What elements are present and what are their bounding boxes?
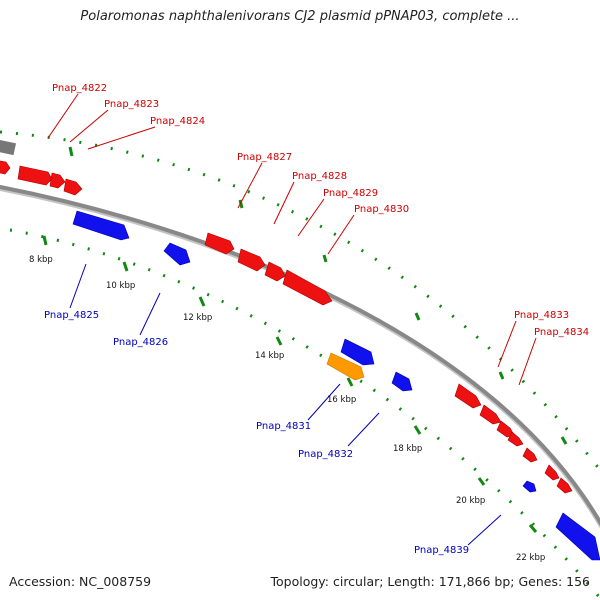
gene-label[interactable]: Pnap_4822: [52, 83, 107, 94]
reverse-genes: [72, 210, 600, 561]
gene-feature-reverse[interactable]: [555, 512, 600, 561]
gene-label[interactable]: Pnap_4831: [256, 421, 311, 432]
gene-feature-forward[interactable]: [204, 232, 235, 255]
forward-genes: [0, 160, 573, 494]
kbp-label: 18 kbp: [393, 444, 422, 454]
reverse-gene-labels: Pnap_4825 Pnap_4826 Pnap_4831 Pnap_4832 …: [44, 310, 469, 556]
kbp-label: 20 kbp: [456, 496, 485, 506]
gene-feature-forward[interactable]: [282, 269, 333, 306]
reverse-leaders: [69, 263, 502, 546]
gene-label[interactable]: Pnap_4830: [354, 204, 409, 215]
gene-feature-other[interactable]: [0, 139, 17, 156]
major-ticks: [42, 235, 538, 533]
gene-label[interactable]: Pnap_4823: [104, 99, 159, 110]
gene-feature-forward[interactable]: [17, 165, 53, 186]
kbp-label: 14 kbp: [255, 351, 284, 361]
kbp-labels: 8 kbp 10 kbp 12 kbp 14 kbp 16 kbp 18 kbp…: [29, 255, 545, 563]
kbp-label: 12 kbp: [183, 313, 212, 323]
gene-feature-forward[interactable]: [49, 172, 66, 189]
forward-leaders: [47, 93, 537, 386]
kbp-label: 10 kbp: [106, 281, 135, 291]
outer-tick-ring: [0, 130, 600, 471]
gene-feature-forward[interactable]: [479, 404, 502, 425]
gene-label[interactable]: Pnap_4832: [298, 449, 353, 460]
summary-text: Topology: circular; Length: 171,866 bp; …: [270, 574, 591, 589]
kbp-label: 8 kbp: [29, 255, 53, 265]
gene-label[interactable]: Pnap_4833: [514, 310, 569, 321]
backbone: [0, 184, 600, 527]
gene-feature-forward[interactable]: [556, 477, 573, 494]
gene-feature-forward[interactable]: [507, 431, 524, 447]
forward-gene-labels: Pnap_4822 Pnap_4823 Pnap_4824 Pnap_4827 …: [52, 83, 589, 338]
gene-feature-highlight[interactable]: [326, 352, 365, 381]
gene-feature-reverse[interactable]: [391, 371, 413, 392]
kbp-label: 22 kbp: [516, 553, 545, 563]
kbp-label: 16 kbp: [327, 395, 356, 405]
gene-label[interactable]: Pnap_4834: [534, 327, 589, 338]
accession-text: Accession: NC_008759: [9, 574, 152, 589]
gene-label[interactable]: Pnap_4828: [292, 171, 347, 182]
gene-feature-reverse[interactable]: [522, 480, 537, 493]
gene-label[interactable]: Pnap_4826: [113, 337, 168, 348]
gene-label[interactable]: Pnap_4839: [414, 545, 469, 556]
gene-label[interactable]: Pnap_4829: [323, 188, 378, 199]
gene-feature-reverse[interactable]: [340, 338, 375, 366]
gene-feature-forward[interactable]: [544, 464, 560, 481]
gene-feature-forward[interactable]: [237, 248, 266, 272]
map-title: Polaromonas naphthalenivorans CJ2 plasmi…: [80, 9, 520, 24]
gene-feature-reverse[interactable]: [163, 242, 191, 266]
gene-label[interactable]: Pnap_4824: [150, 116, 205, 127]
gene-feature-forward[interactable]: [454, 383, 482, 409]
outer-major-ticks: [68, 146, 568, 445]
backbone-shadow: [0, 185, 600, 529]
gene-feature-forward[interactable]: [522, 447, 538, 463]
gene-feature-forward[interactable]: [264, 261, 286, 282]
gene-label[interactable]: Pnap_4825: [44, 310, 99, 321]
gene-feature-forward[interactable]: [63, 178, 83, 196]
gene-feature-reverse[interactable]: [72, 210, 130, 241]
gene-feature-forward[interactable]: [0, 160, 11, 175]
gene-label[interactable]: Pnap_4827: [237, 152, 292, 163]
